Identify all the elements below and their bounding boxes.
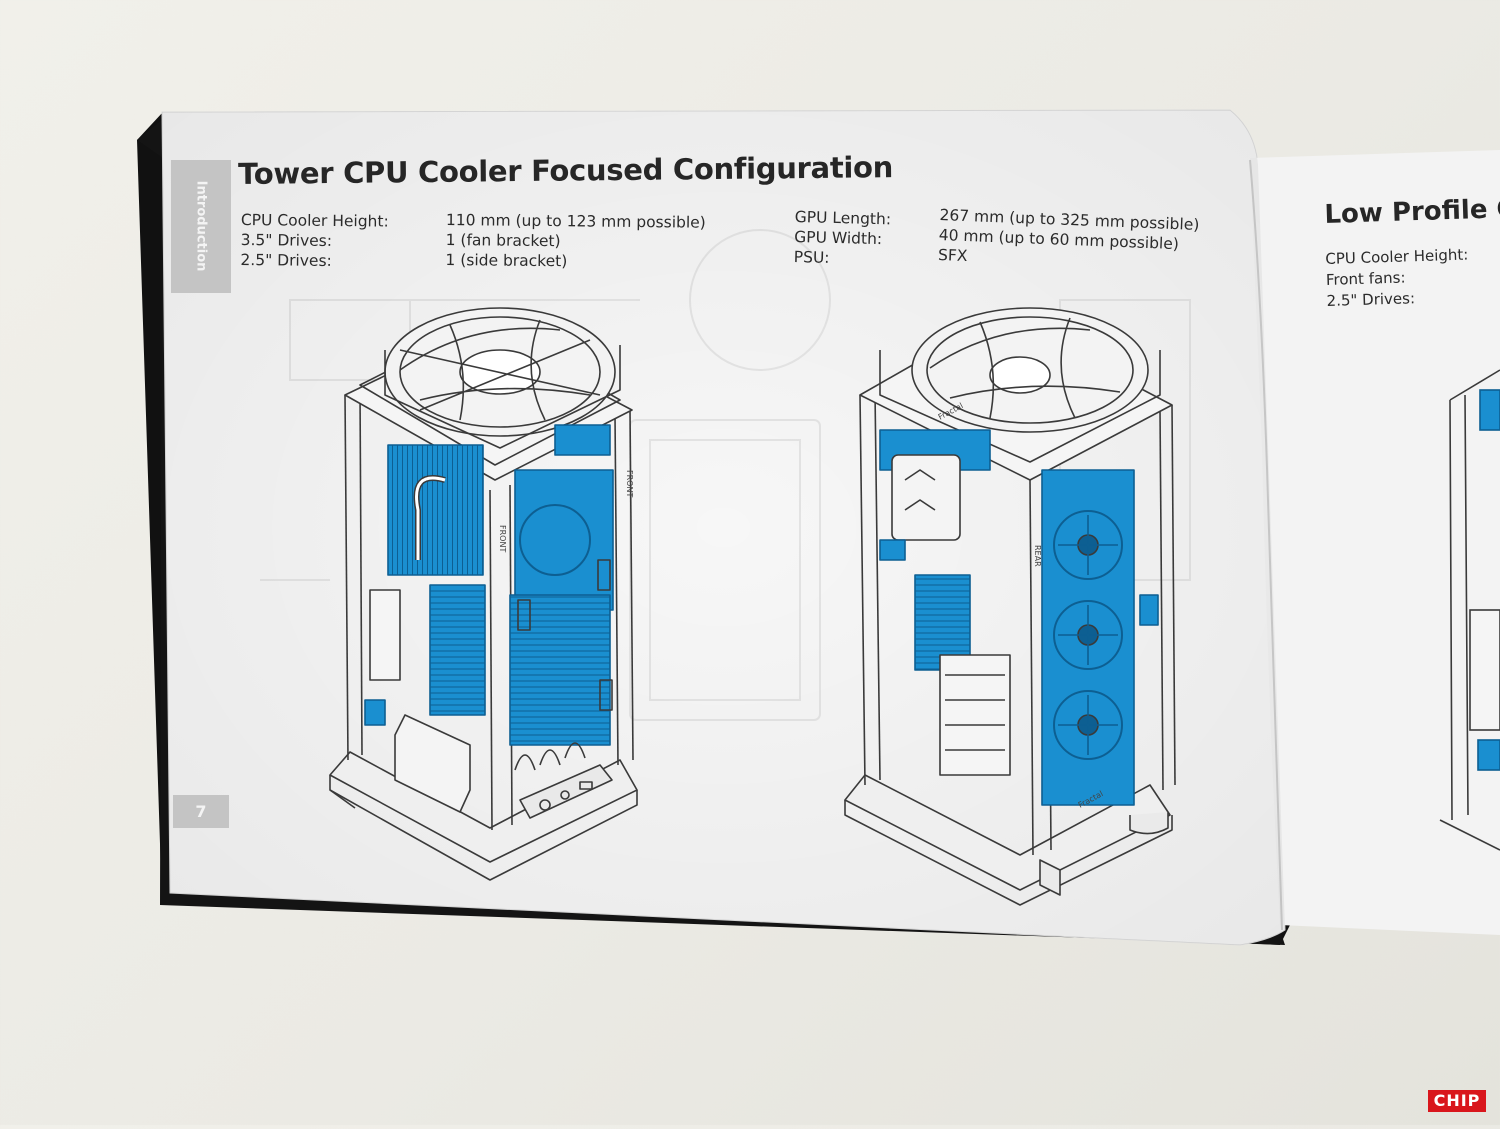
right-page xyxy=(1250,150,1500,935)
spec-value: 1 (fan bracket) xyxy=(445,230,561,251)
chip-watermark-logo: CHIP xyxy=(1428,1090,1486,1112)
spec-label: 3.5" Drives: xyxy=(240,230,333,250)
right-spec-labels: GPU Length: GPU Width: PSU: xyxy=(794,207,892,269)
section-tab-label: Introduction xyxy=(193,180,209,272)
spec-label: PSU: xyxy=(793,247,830,267)
next-page-case-partial xyxy=(1439,369,1500,851)
spec-label: GPU Width: xyxy=(794,227,883,249)
page-title: Tower CPU Cooler Focused Configuration xyxy=(238,150,894,191)
section-tab: Introduction xyxy=(171,160,231,293)
spec-value: 1 (side bracket) xyxy=(445,250,568,271)
rear-label: REAR xyxy=(1033,545,1042,567)
front-label-1: FRONT xyxy=(498,525,507,552)
front-label-2: FRONT xyxy=(625,470,634,497)
right-spec-values: 267 mm (up to 325 mm possible) 40 mm (up… xyxy=(938,205,1200,275)
page-number: 7 xyxy=(173,795,229,828)
next-spec-label: 2.5" Drives: xyxy=(1326,289,1416,310)
right-case-diagram xyxy=(844,307,1176,906)
spec-label: GPU Length: xyxy=(794,207,892,229)
next-spec-label: CPU Cooler Height: xyxy=(1325,245,1469,268)
spec-label: 2.5" Drives: xyxy=(240,250,332,270)
left-spec-values: 110 mm (up to 123 mm possible) 1 (fan br… xyxy=(445,210,706,273)
left-spec-labels: CPU Cooler Height: 3.5" Drives: 2.5" Dri… xyxy=(240,210,388,272)
next-page-title: Low Profile C xyxy=(1324,193,1500,230)
next-page-specs: CPU Cooler Height: Front fans: 2.5" Driv… xyxy=(1325,245,1470,312)
spec-label: CPU Cooler Height: xyxy=(240,210,389,231)
left-case-diagram xyxy=(329,307,638,881)
spec-value: 110 mm (up to 123 mm possible) xyxy=(445,210,706,232)
